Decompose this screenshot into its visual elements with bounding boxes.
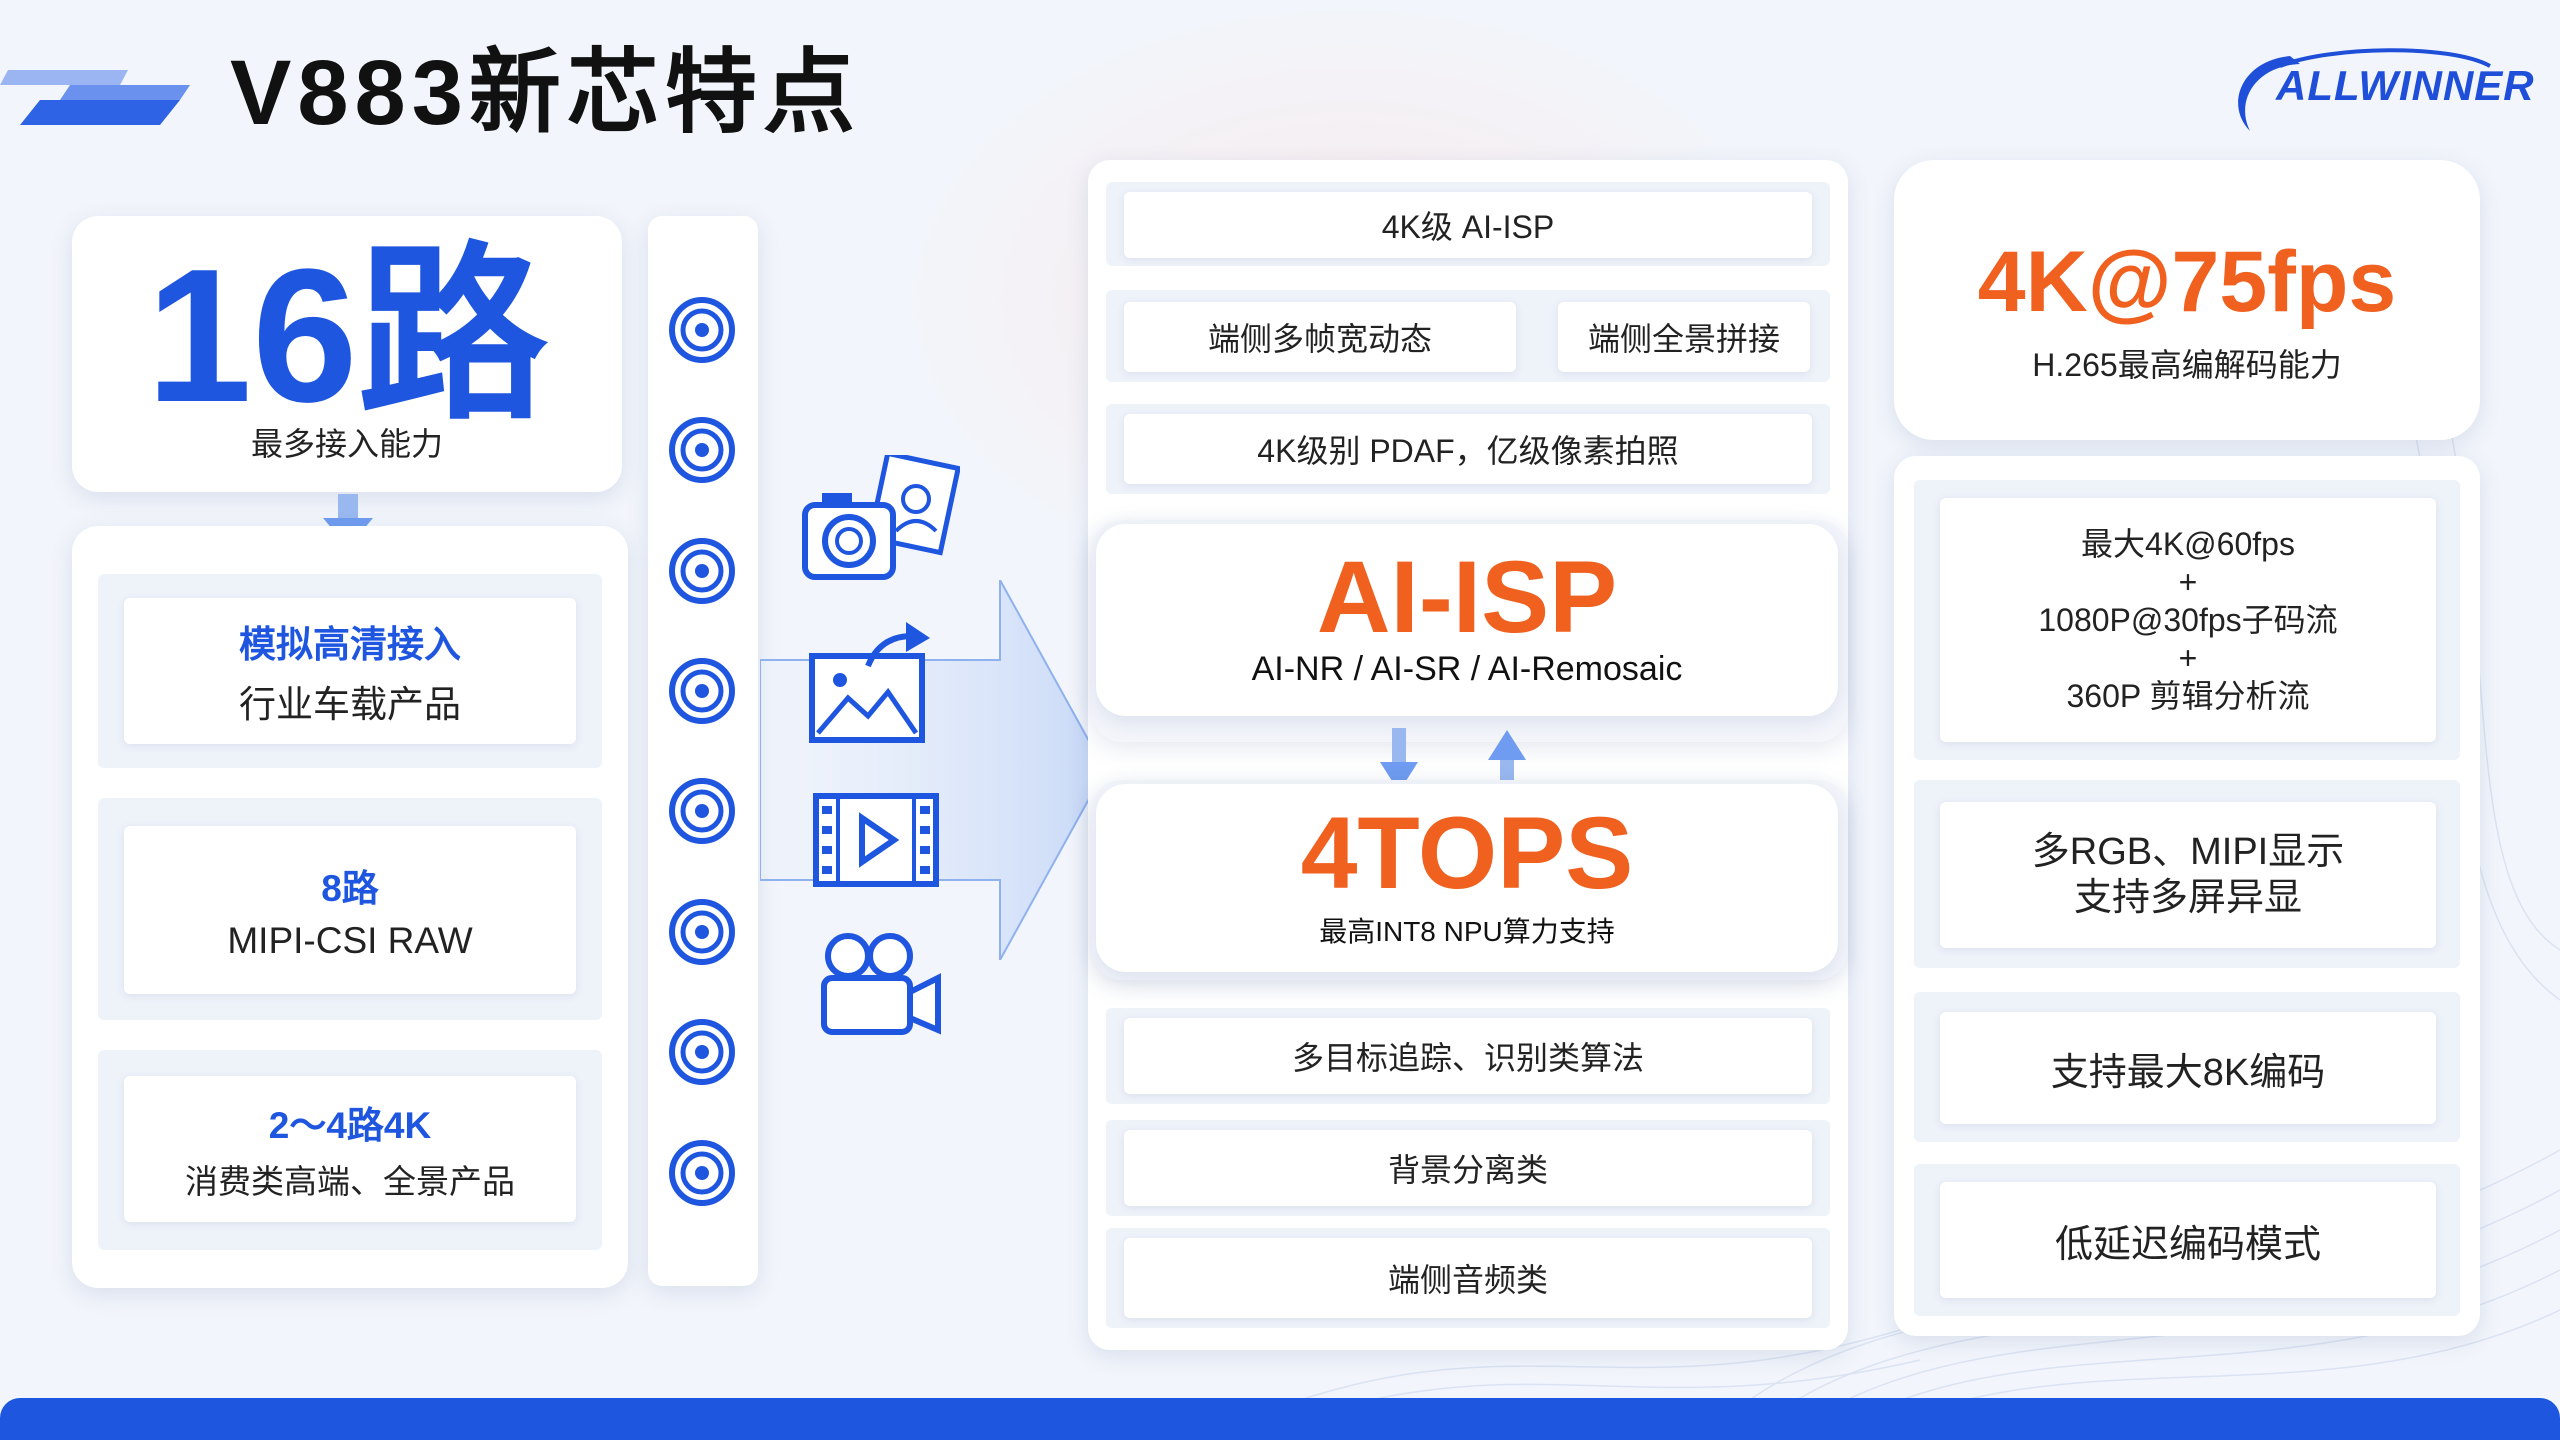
feature-text: 端侧音频类 bbox=[1387, 1262, 1548, 1298]
input-type-item: 模拟高清接入 行业车载产品 bbox=[124, 598, 576, 744]
display-line: 支持多屏异显 bbox=[2073, 877, 2302, 919]
lens-icon bbox=[672, 420, 732, 480]
stream-line: + bbox=[2178, 564, 2198, 600]
feature-text: 端侧多帧宽动态 bbox=[1207, 321, 1432, 357]
feature-text: 4K级别 PDAF，亿级像素拍照 bbox=[1257, 433, 1679, 469]
feature-text: 4K级 AI-ISP bbox=[1381, 209, 1555, 245]
npu-title: 4TOPS bbox=[1300, 796, 1634, 910]
feature-item: 端侧全景拼接 bbox=[1558, 302, 1810, 372]
input-channels-caption: 最多接入能力 bbox=[250, 426, 443, 462]
input-channels-card: 16路 最多接入能力 bbox=[72, 216, 622, 492]
footer-bar bbox=[0, 1398, 2560, 1440]
lens-icon bbox=[672, 541, 732, 601]
lens-icon bbox=[672, 1143, 732, 1203]
feature-item: 端侧多帧宽动态 bbox=[1124, 302, 1516, 372]
feature-text: 背景分离类 bbox=[1387, 1152, 1548, 1188]
display-line: 多RGB、MIPI显示 bbox=[2031, 831, 2345, 873]
logo-swoosh-icon bbox=[2238, 48, 2491, 131]
input-type-headline: 模拟高清接入 bbox=[239, 624, 461, 665]
codec-value: 4K@75fps bbox=[1977, 234, 2397, 330]
input-type-headline: 2～4路4K bbox=[268, 1105, 432, 1146]
stream-line: 360P 剪辑分析流 bbox=[2066, 678, 2310, 714]
display-item: 多RGB、MIPI显示 支持多屏异显 bbox=[1940, 802, 2436, 948]
npu-card: 4TOPS 最高INT8 NPU算力支持 bbox=[1096, 784, 1838, 972]
codec-stream-item: 最大4K@60fps + 1080P@30fps子码流 + 360P 剪辑分析流 bbox=[1940, 498, 2436, 742]
input-type-item: 8路 MIPI-CSI RAW bbox=[124, 826, 576, 994]
video-camera-icon bbox=[821, 933, 941, 1035]
stream-line: + bbox=[2178, 640, 2198, 676]
lens-icon bbox=[672, 661, 732, 721]
codec-features-panel: 最大4K@60fps + 1080P@30fps子码流 + 360P 剪辑分析流… bbox=[1894, 456, 2480, 1336]
lens-icon bbox=[672, 902, 732, 962]
encode-max-item: 支持最大8K编码 bbox=[1940, 1012, 2436, 1124]
stream-line: 最大4K@60fps bbox=[2081, 526, 2295, 562]
allwinner-logo: ALLWINNER bbox=[2220, 36, 2534, 146]
feature-item: 4K级 AI-ISP bbox=[1124, 192, 1812, 258]
input-type-item: 2～4路4K 消费类高端、全景产品 bbox=[124, 1076, 576, 1222]
logo-text: ALLWINNER bbox=[2276, 62, 2535, 109]
encode-max-text: 支持最大8K编码 bbox=[2050, 1051, 2326, 1094]
lens-icon bbox=[672, 300, 732, 360]
ai-isp-subtitle: AI-NR / AI-SR / AI-Remosaic bbox=[1251, 650, 1683, 688]
camera-photo-icon bbox=[802, 455, 960, 580]
feature-text: 端侧全景拼接 bbox=[1587, 321, 1780, 357]
input-type-caption: 消费类高端、全景产品 bbox=[185, 1163, 515, 1200]
codec-caption: H.265最高编解码能力 bbox=[2032, 347, 2342, 383]
input-type-caption: MIPI-CSI RAW bbox=[227, 920, 473, 961]
feature-item: 多目标追踪、识别类算法 bbox=[1124, 1018, 1812, 1094]
feature-item: 背景分离类 bbox=[1124, 1130, 1812, 1206]
npu-subtitle: 最高INT8 NPU算力支持 bbox=[1319, 916, 1615, 947]
feature-item: 端侧音频类 bbox=[1124, 1238, 1812, 1318]
ai-isp-title: AI-ISP bbox=[1316, 540, 1618, 654]
low-latency-item: 低延迟编码模式 bbox=[1940, 1182, 2436, 1298]
input-type-headline: 8路 bbox=[321, 868, 379, 909]
feature-item: 4K级别 PDAF，亿级像素拍照 bbox=[1124, 414, 1812, 484]
low-latency-text: 低延迟编码模式 bbox=[2054, 1223, 2321, 1266]
title-stripes-icon bbox=[0, 70, 190, 125]
lens-icon bbox=[672, 1022, 732, 1082]
center-panel: 4K级 AI-ISP 端侧多帧宽动态 端侧全景拼接 4K级别 PDAF，亿级像素… bbox=[1088, 160, 1848, 1350]
ai-isp-card: AI-ISP AI-NR / AI-SR / AI-Remosaic bbox=[1096, 524, 1838, 716]
page-title: V883新芯特点 bbox=[230, 42, 861, 144]
input-channels-value: 16路 bbox=[146, 230, 548, 442]
stream-line: 1080P@30fps子码流 bbox=[2038, 602, 2338, 638]
input-types-card: 模拟高清接入 行业车载产品 8路 MIPI-CSI RAW 2～4路4K 消费类… bbox=[72, 526, 628, 1288]
video-film-icon bbox=[813, 793, 939, 887]
lens-column bbox=[648, 216, 758, 1286]
lens-icon bbox=[672, 781, 732, 841]
image-share-icon bbox=[809, 622, 930, 743]
input-type-caption: 行业车载产品 bbox=[239, 684, 461, 725]
codec-card: 4K@75fps H.265最高编解码能力 bbox=[1894, 160, 2480, 440]
feature-text: 多目标追踪、识别类算法 bbox=[1291, 1040, 1644, 1076]
